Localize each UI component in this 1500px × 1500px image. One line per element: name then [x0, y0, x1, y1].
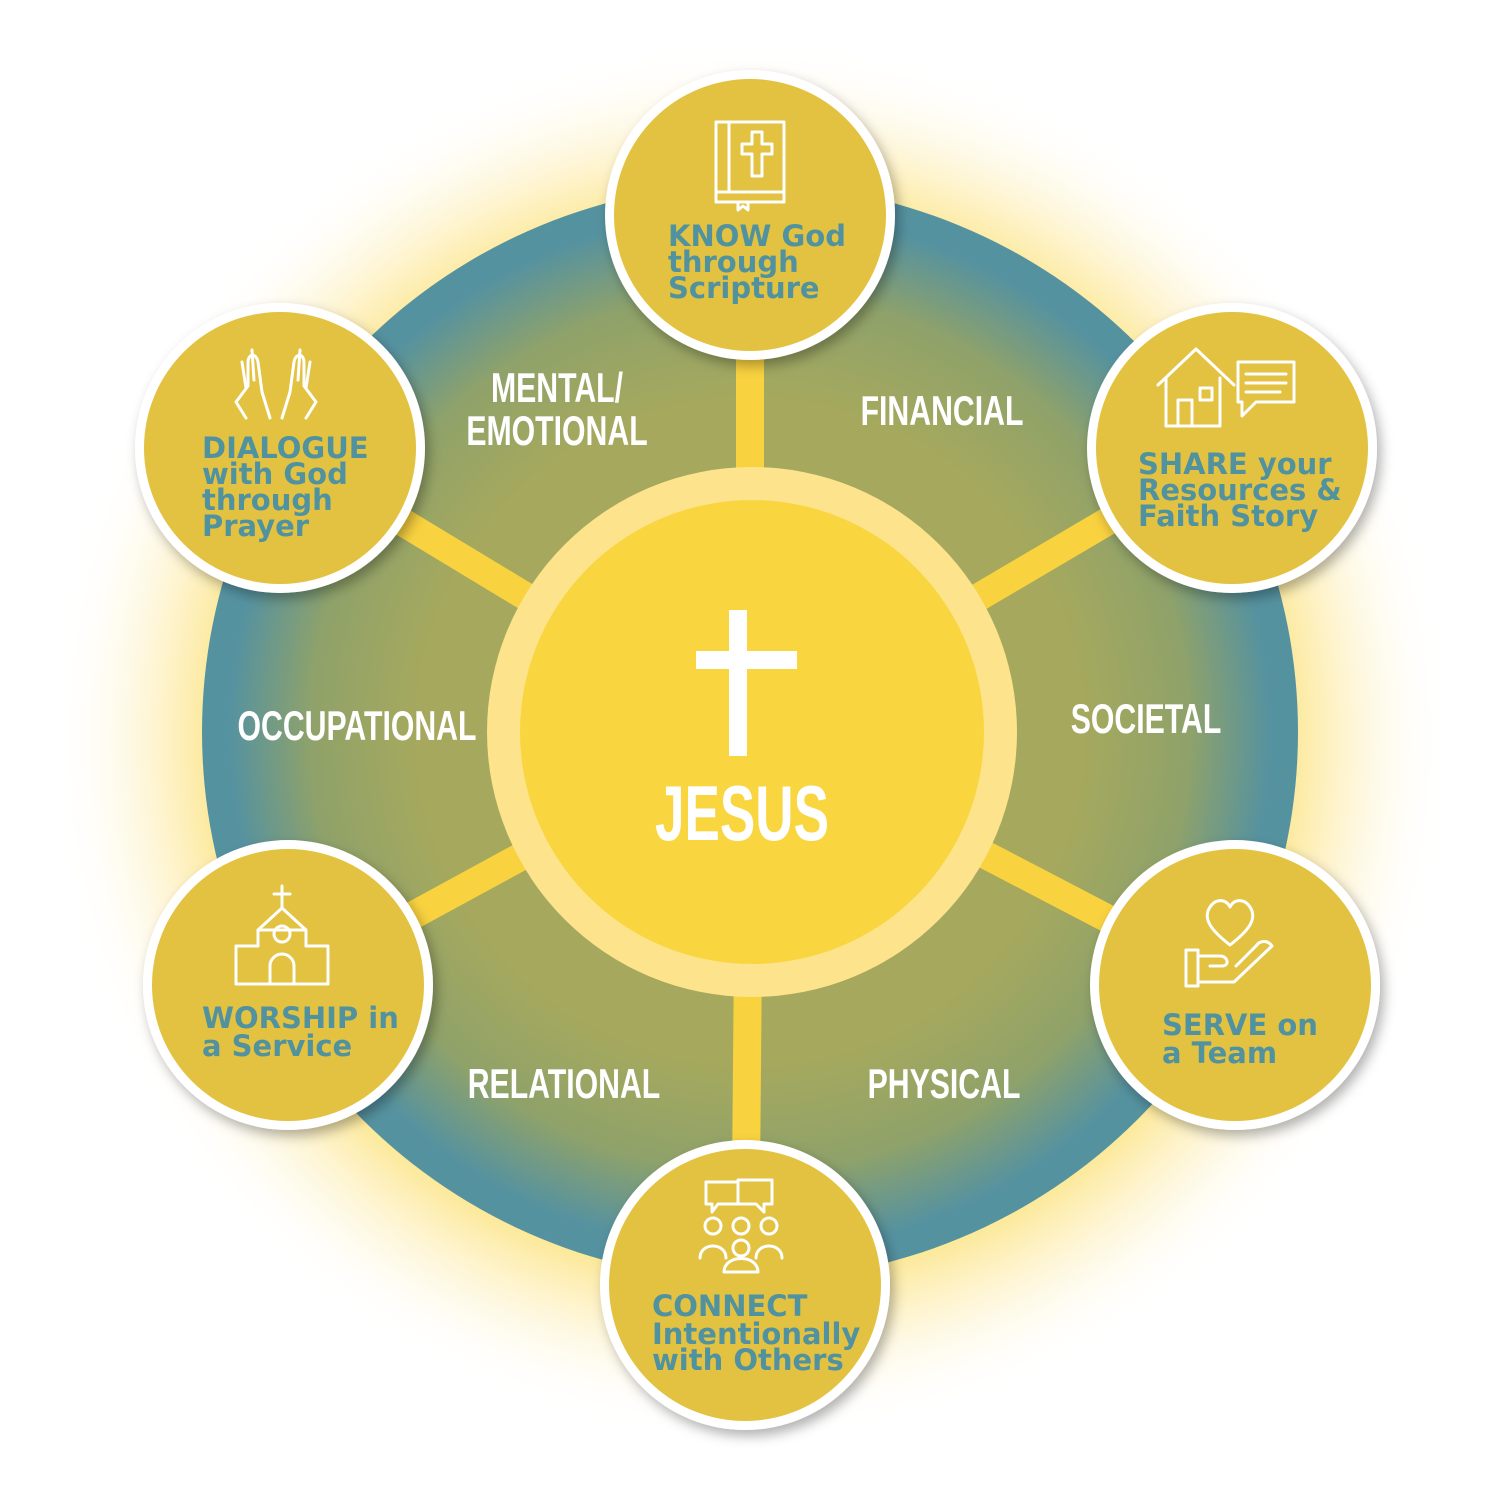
practice-share-text: SHARE your Resources & Faith Story	[1138, 447, 1352, 533]
center-label: JESUS	[655, 771, 829, 858]
praying-hands-icon	[234, 348, 318, 420]
label-emotional: EMOTIONAL	[466, 407, 647, 454]
dimension-labels: MENTAL/ EMOTIONAL FINANCIAL SOCIETAL PHY…	[238, 364, 1222, 1107]
practice-know[interactable]	[605, 70, 895, 360]
label-relational: RELATIONAL	[468, 1060, 661, 1107]
practice-know-text: KNOW God through Scripture	[668, 219, 856, 305]
center-sun	[520, 500, 984, 964]
practice-dialogue[interactable]	[135, 303, 425, 593]
practice-serve[interactable]	[1090, 840, 1380, 1130]
practice-connect[interactable]	[600, 1140, 890, 1430]
group-chat-icon	[698, 1178, 784, 1274]
label-physical: PHYSICAL	[868, 1060, 1021, 1107]
heart-hand-icon	[1184, 899, 1274, 988]
house-speech-icon	[1156, 347, 1296, 428]
practice-worship-text: WORSHIP in a Service	[202, 1001, 409, 1063]
practice-connect-text: CONNECT Intentionally with Others	[652, 1289, 870, 1377]
practice-serve-text: SERVE on a Team	[1162, 1008, 1328, 1070]
label-financial: FINANCIAL	[861, 387, 1024, 434]
bible-icon	[714, 120, 786, 212]
center-hub: JESUS	[487, 467, 1017, 997]
cross-icon	[696, 610, 797, 756]
church-icon	[234, 884, 330, 986]
practice-dialogue-text: DIALOGUE with God through Prayer	[202, 431, 379, 543]
label-societal: SOCIETAL	[1071, 695, 1222, 742]
label-occupational: OCCUPATIONAL	[238, 702, 477, 749]
label-mental: MENTAL/	[491, 364, 623, 411]
